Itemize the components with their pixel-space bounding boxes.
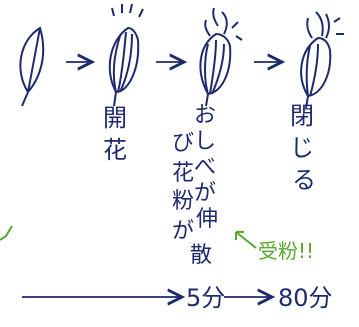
stage2-label: お し べ が 伸 び 花 粉 が 散 [172, 103, 225, 268]
pollination-arrow-icon [235, 231, 257, 249]
timeline-5min: 5分 [186, 284, 225, 312]
stage2-label-char-1: お [194, 103, 216, 128]
stage3-label-char-3: る [292, 166, 316, 194]
stage2-label-char-7: 花 [172, 161, 194, 186]
stage3-label: 閉 じ る [290, 102, 322, 194]
stage2-label-char-8: 粉 [172, 189, 194, 214]
stage1-label: 開 花 [103, 104, 135, 164]
timeline-80min: 80分 [278, 284, 333, 312]
stage2-label-char-9: が [172, 219, 194, 244]
timeline: 5分 80分 [22, 284, 333, 312]
stage2-label-char-4: が [194, 181, 216, 206]
pollination-label: 受粉!! [258, 239, 314, 263]
stage2-label-char-2: し [194, 129, 216, 154]
closed-spikelet-icon [19, 26, 45, 107]
opening-flower-icon [108, 3, 144, 107]
stage2-label-char-3: べ [194, 155, 216, 180]
blooming-flower-icon [199, 7, 243, 107]
stage3-label-char-2: じ [290, 134, 314, 162]
stage1-label-char-2: 花 [103, 136, 127, 164]
closed-flower-icon [300, 11, 344, 109]
green-check-mark [0, 225, 13, 241]
stage2-label-char-5: 伸 [196, 207, 218, 232]
stage1-label-char-1: 開 [103, 104, 127, 132]
stage2-label-char-10: 散 [190, 243, 212, 268]
stage2-label-char-6: び [172, 131, 194, 156]
stage3-label-char-1: 閉 [290, 102, 314, 130]
